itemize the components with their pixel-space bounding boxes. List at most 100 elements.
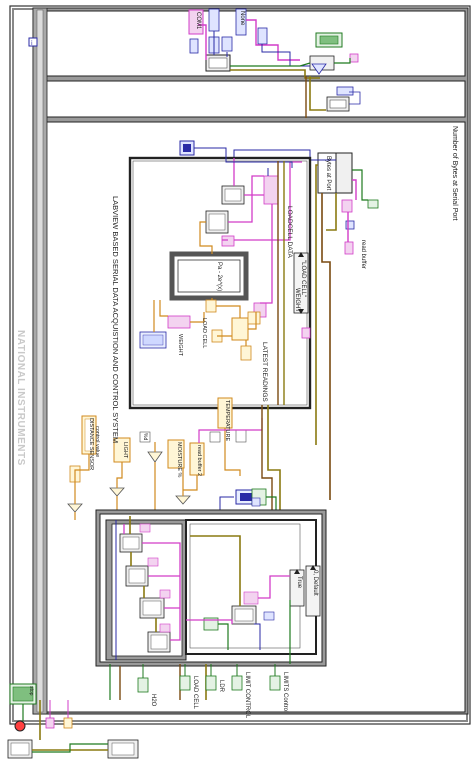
case-wire-orange <box>153 221 257 346</box>
watermark: NATIONAL INSTRUMENTS <box>15 330 26 466</box>
default-case-label: 0, Default <box>312 570 318 596</box>
ldr-label: LDR <box>218 680 224 693</box>
shift-register-right <box>63 717 73 729</box>
com1-label: COM1 <box>195 12 201 30</box>
control-wire-green <box>109 600 291 700</box>
read-wire-pink <box>347 179 357 242</box>
system-title: LABVIEW BASED SERIAL DATA ACQUISTION AND… <box>111 196 120 444</box>
compare-node-icon <box>234 608 254 622</box>
control-value-label: control value <box>94 426 100 458</box>
label-box-c <box>209 431 221 443</box>
case-wire-pink <box>222 158 302 304</box>
label-box-b <box>139 431 151 443</box>
load-cell-case-label: "LOAD CELL" <box>300 260 306 298</box>
bytes-at-port-caption: Number of Bytes at Serial Port <box>451 126 458 221</box>
multiply-node[interactable] <box>231 317 249 341</box>
timeout-constant[interactable] <box>189 38 199 54</box>
decimal-string-icon <box>224 188 242 202</box>
case-wire-blue <box>194 147 293 176</box>
light-label: LIGHT <box>122 442 128 459</box>
parity-constant[interactable] <box>235 8 247 36</box>
control-wire-pink <box>123 524 290 641</box>
visa-read-node[interactable] <box>335 152 353 194</box>
weight-chart-icon <box>142 334 164 346</box>
read-buffer-terminal <box>344 241 354 255</box>
formula-text: Pa - 2e^(x) <box>216 262 222 292</box>
main-wire-green <box>266 496 277 515</box>
h2o-indicator <box>137 677 149 693</box>
label-box-d <box>235 429 247 443</box>
stop-button-icon <box>12 686 34 702</box>
true-case-label: True <box>296 576 302 589</box>
index-box-4 <box>159 623 171 633</box>
read-buffer-label: read buffer <box>360 240 366 269</box>
output-wires <box>142 664 276 678</box>
read-wire-olive <box>315 164 337 445</box>
limit-node[interactable] <box>243 591 259 605</box>
latest-readings-label: LATEST READINGS <box>261 342 268 402</box>
subset-node-3-icon <box>142 600 162 616</box>
wait-node[interactable] <box>336 86 354 96</box>
top-wire-green <box>230 58 351 67</box>
h2o-label: H2O <box>150 694 156 707</box>
case-selector-arrow-down <box>298 309 304 314</box>
left-strip-inner <box>36 9 44 713</box>
load-cell-indicator-box <box>179 675 191 691</box>
read-buffer-indicator <box>341 199 353 213</box>
limits-control-label: LIMITS Control <box>282 672 288 713</box>
bytes-at-port-label: Bytes at Port <box>325 156 331 191</box>
none-label: None <box>239 11 245 26</box>
stop-label: stop <box>28 686 34 696</box>
true-selector-arrow <box>294 569 300 574</box>
error-out-icon <box>240 493 252 501</box>
weight-2-label: WEIGHT <box>177 334 183 356</box>
build-array-node[interactable] <box>205 299 217 313</box>
byte-count-indicator <box>345 220 355 230</box>
index-constant-inner <box>183 144 191 152</box>
sequence-frame-middle <box>37 80 466 118</box>
main-wire-olive <box>267 405 281 515</box>
funnel-shape <box>311 63 327 75</box>
while-loop-frame <box>9 5 471 725</box>
iteration-terminal-label: i <box>31 40 33 47</box>
mid-wire-olive <box>309 76 326 111</box>
iteration-indicator <box>251 497 261 507</box>
read-section <box>233 149 379 500</box>
subset-node-4-icon <box>150 634 168 650</box>
load-cell-small-label: LOAD CELL <box>201 318 207 349</box>
middle-frame-group <box>305 76 361 118</box>
divide-node[interactable] <box>247 311 261 325</box>
subset-node-2-icon <box>128 568 146 584</box>
temperature-label: TEMPERATURE <box>224 400 230 442</box>
case-selector-arrow-up <box>298 252 304 257</box>
top-wire-olive <box>230 69 320 79</box>
load-cell-case <box>128 140 312 410</box>
load-cell-output-label: LOAD CELL <box>192 676 198 710</box>
loop-condition[interactable] <box>14 720 26 732</box>
stopbits-constant[interactable] <box>221 36 233 52</box>
ldr-indicator <box>205 675 217 691</box>
read-wire-blue <box>233 149 336 161</box>
flow-control-constant[interactable] <box>257 27 268 45</box>
subset-node-1-icon <box>122 536 140 550</box>
main-wire-blue <box>219 496 234 510</box>
serial-config-group <box>188 8 359 79</box>
sensor-indicators <box>67 397 263 520</box>
com-port-constant[interactable] <box>188 9 204 35</box>
error-cluster-icon <box>319 35 339 45</box>
loadcell-data-indicator <box>263 175 279 205</box>
mid-wire-blue <box>349 91 361 105</box>
distance-sensor-inner <box>84 418 94 452</box>
baud-constant[interactable] <box>208 8 220 32</box>
numeric-in-case <box>263 611 275 621</box>
iteration-terminal <box>28 37 38 47</box>
numeric-constant-a[interactable] <box>240 345 252 361</box>
index-box-3 <box>159 589 171 599</box>
string-subset-node[interactable] <box>221 235 235 247</box>
control-case <box>95 509 327 700</box>
read-error-node <box>367 199 379 209</box>
visa-flush-icon <box>329 99 347 109</box>
visa-close-node[interactable] <box>349 53 359 63</box>
moisture-label: MOISTURE % <box>176 442 182 478</box>
